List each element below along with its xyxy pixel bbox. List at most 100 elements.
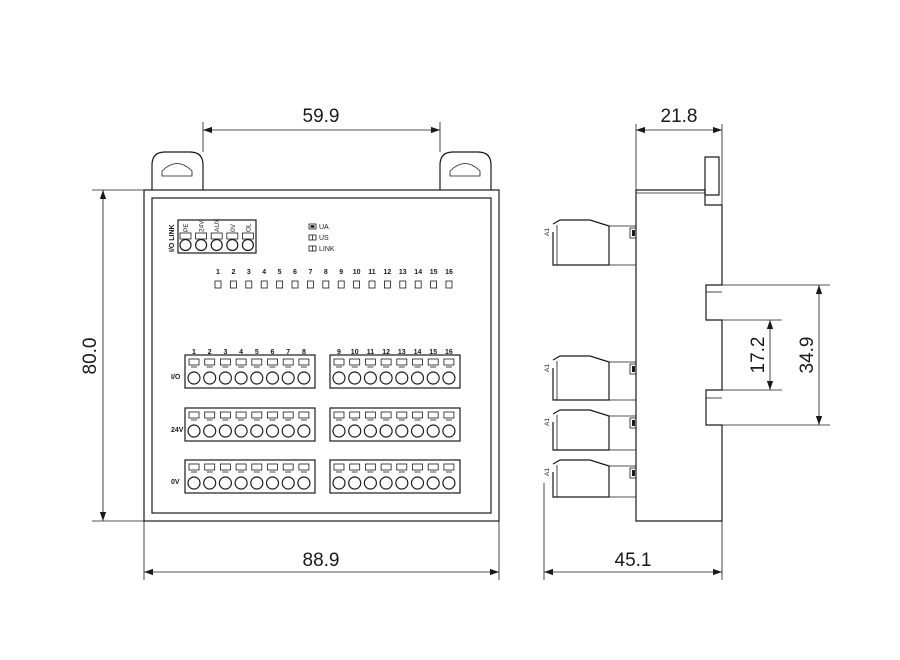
- mounting-tab-left: [151, 151, 204, 190]
- svg-text:16: 16: [445, 269, 453, 276]
- pin-label: PE: [183, 223, 190, 232]
- connector-pin-aux: AUX: [210, 218, 223, 252]
- led-2: 2: [229, 269, 237, 289]
- led-4: 4: [260, 269, 268, 289]
- svg-text:6: 6: [293, 269, 297, 276]
- dimension-top-width: 59.9: [202, 106, 441, 152]
- svg-text:11: 11: [368, 269, 376, 276]
- dimension-height: 80.0: [80, 189, 144, 522]
- side-connector-3: A1: [544, 409, 637, 451]
- dim-top-width-value: 59.9: [303, 106, 340, 127]
- svg-text:4: 4: [262, 269, 266, 276]
- terminal-number: 2: [208, 349, 212, 356]
- svg-text:5: 5: [278, 269, 282, 276]
- terminal-number: 4: [239, 349, 243, 356]
- dimension-overall-width: 88.9: [143, 521, 500, 580]
- terminal-number: 11: [367, 349, 375, 356]
- terminal-number: 1: [192, 349, 196, 356]
- led-8: 8: [322, 269, 330, 289]
- terminal-number: 15: [429, 349, 437, 356]
- terminal-row-0v: 0V: [171, 459, 461, 494]
- dimension-side-top: 21.8: [635, 106, 723, 205]
- led-14: 14: [414, 269, 422, 289]
- led-13: 13: [399, 269, 407, 289]
- side-connector-4: A1: [544, 459, 637, 498]
- connector-tag: A1: [544, 468, 551, 476]
- terminal-number: 8: [302, 349, 306, 356]
- terminal-number: 14: [414, 349, 422, 356]
- svg-text:1: 1: [216, 269, 220, 276]
- led-1: 1: [214, 269, 222, 289]
- terminal-number: 16: [445, 349, 453, 356]
- dimension-side-depth: 45.1: [543, 483, 723, 580]
- legend-label: UA: [319, 224, 329, 231]
- dim-rail-outer-value: 34.9: [797, 337, 818, 374]
- svg-text:10: 10: [353, 269, 361, 276]
- connector-tag: A1: [544, 364, 551, 372]
- terminal-block-left: [184, 407, 316, 442]
- svg-text:13: 13: [399, 269, 407, 276]
- terminal-row-label: I/O: [171, 374, 181, 381]
- led-11: 11: [368, 269, 376, 289]
- svg-text:7: 7: [308, 269, 312, 276]
- terminal-block-right: 9 10 11 12 13 14 15 16: [329, 349, 461, 389]
- dimension-rail-outer: 34.9: [722, 284, 830, 426]
- legend-item-us: US: [308, 234, 329, 242]
- led-15: 15: [430, 269, 438, 289]
- led-3: 3: [245, 269, 253, 289]
- side-connector-1: A1: [544, 219, 637, 266]
- status-legend: UA US LINK: [308, 223, 335, 253]
- terminal-number: 13: [398, 349, 406, 356]
- module-front-panel: [151, 197, 492, 514]
- terminal-block-left: [184, 459, 316, 494]
- terminal-row-24v: 24V: [171, 407, 461, 442]
- legend-label: US: [319, 235, 329, 242]
- led-16: 16: [445, 269, 453, 289]
- dim-side-depth-value: 45.1: [615, 550, 652, 571]
- terminal-block-left: 1 2 3 4 5 6 7 8: [184, 349, 316, 389]
- led-9: 9: [337, 269, 345, 289]
- mounting-tab-right: [439, 151, 492, 190]
- led-6: 6: [291, 269, 299, 289]
- terminal-number: 12: [382, 349, 390, 356]
- connector-tag: A1: [544, 228, 551, 236]
- legend-label: LINK: [319, 246, 335, 253]
- terminal-block-right: [329, 407, 461, 442]
- terminal-block-right: [329, 459, 461, 494]
- svg-text:12: 12: [384, 269, 392, 276]
- dual-led-icon: [308, 234, 317, 241]
- pin-label: AUX: [214, 218, 221, 232]
- svg-text:3: 3: [247, 269, 251, 276]
- legend-item-ua: UA: [308, 223, 329, 231]
- terminal-number: 9: [337, 349, 341, 356]
- led-12: 12: [384, 269, 392, 289]
- dim-rail-inner-value: 17.2: [748, 337, 769, 374]
- dual-led-icon: [308, 245, 317, 252]
- pin-label: OL: [245, 223, 252, 232]
- terminal-number: 6: [271, 349, 275, 356]
- dim-overall-width-value: 88.9: [303, 550, 340, 571]
- connector-pin-24v: 24V: [195, 220, 208, 252]
- module-housing: [143, 189, 500, 522]
- terminal-number: 3: [223, 349, 227, 356]
- io-link-label: I/O LINK: [169, 224, 176, 252]
- svg-text:14: 14: [414, 269, 422, 276]
- dim-height-value: 80.0: [80, 338, 101, 375]
- terminal-number: 7: [286, 349, 290, 356]
- terminal-number: 5: [255, 349, 259, 356]
- connector-pin-0v: 0V: [226, 223, 239, 252]
- led-5: 5: [276, 269, 284, 289]
- svg-text:8: 8: [324, 269, 328, 276]
- side-connector-2: A1: [544, 355, 637, 401]
- dimension-rail-inner: 17.2: [706, 319, 782, 391]
- pin-label: 0V: [230, 223, 237, 232]
- terminal-number: 10: [351, 349, 359, 356]
- terminal-row-label: 24V: [171, 427, 184, 434]
- single-led-icon: [308, 223, 317, 230]
